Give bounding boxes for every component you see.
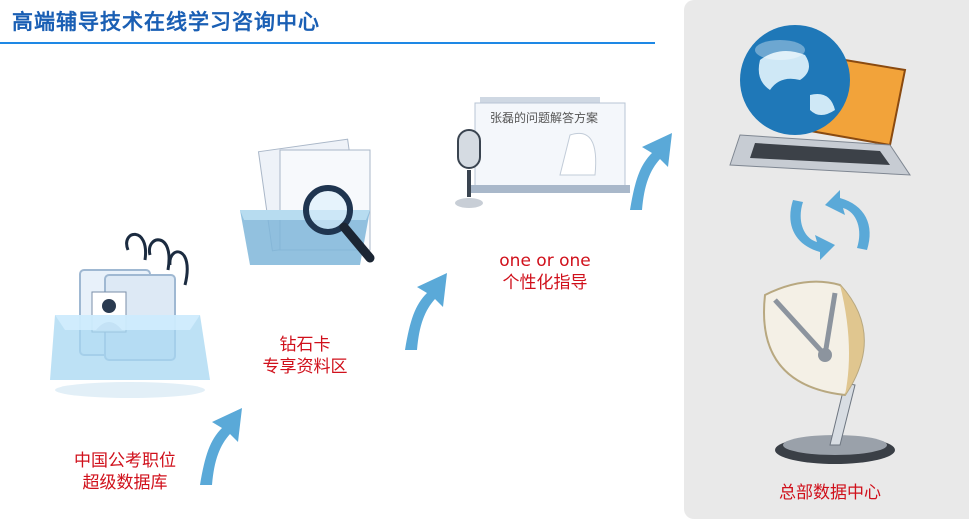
step-label-line: 钻石卡	[279, 335, 331, 355]
step-label-coaching: one or one 个性化指导	[470, 250, 620, 294]
up-arrow-icon	[405, 273, 447, 350]
sync-arrows-icon	[790, 190, 870, 260]
step-label-database: 中国公考职位 超级数据库	[40, 450, 210, 494]
step-label-line: 专享资料区	[262, 357, 348, 377]
satellite-dish-icon	[763, 280, 895, 464]
step-label-diamond-card: 钻石卡 专享资料区	[240, 334, 370, 378]
step-label-line: 超级数据库	[82, 473, 168, 493]
board-text: 张磊的问题解答方案	[490, 110, 598, 125]
hq-label: 总部数据中心	[779, 483, 881, 503]
microphone-board-icon: 张磊的问题解答方案	[455, 97, 630, 208]
globe-laptop-icon	[729, 25, 911, 176]
folder-magnifier-icon	[240, 138, 375, 265]
title-divider	[0, 42, 655, 44]
id-badge-box-icon	[50, 232, 210, 398]
step-label-line: one or one	[499, 251, 591, 271]
page-title: 高端辅导技术在线学习咨询中心	[12, 10, 320, 34]
up-arrow-icon	[630, 133, 672, 210]
step-label-line: 中国公考职位	[74, 451, 176, 471]
step-label-line: 个性化指导	[502, 273, 588, 293]
up-arrow-icon	[200, 408, 242, 485]
